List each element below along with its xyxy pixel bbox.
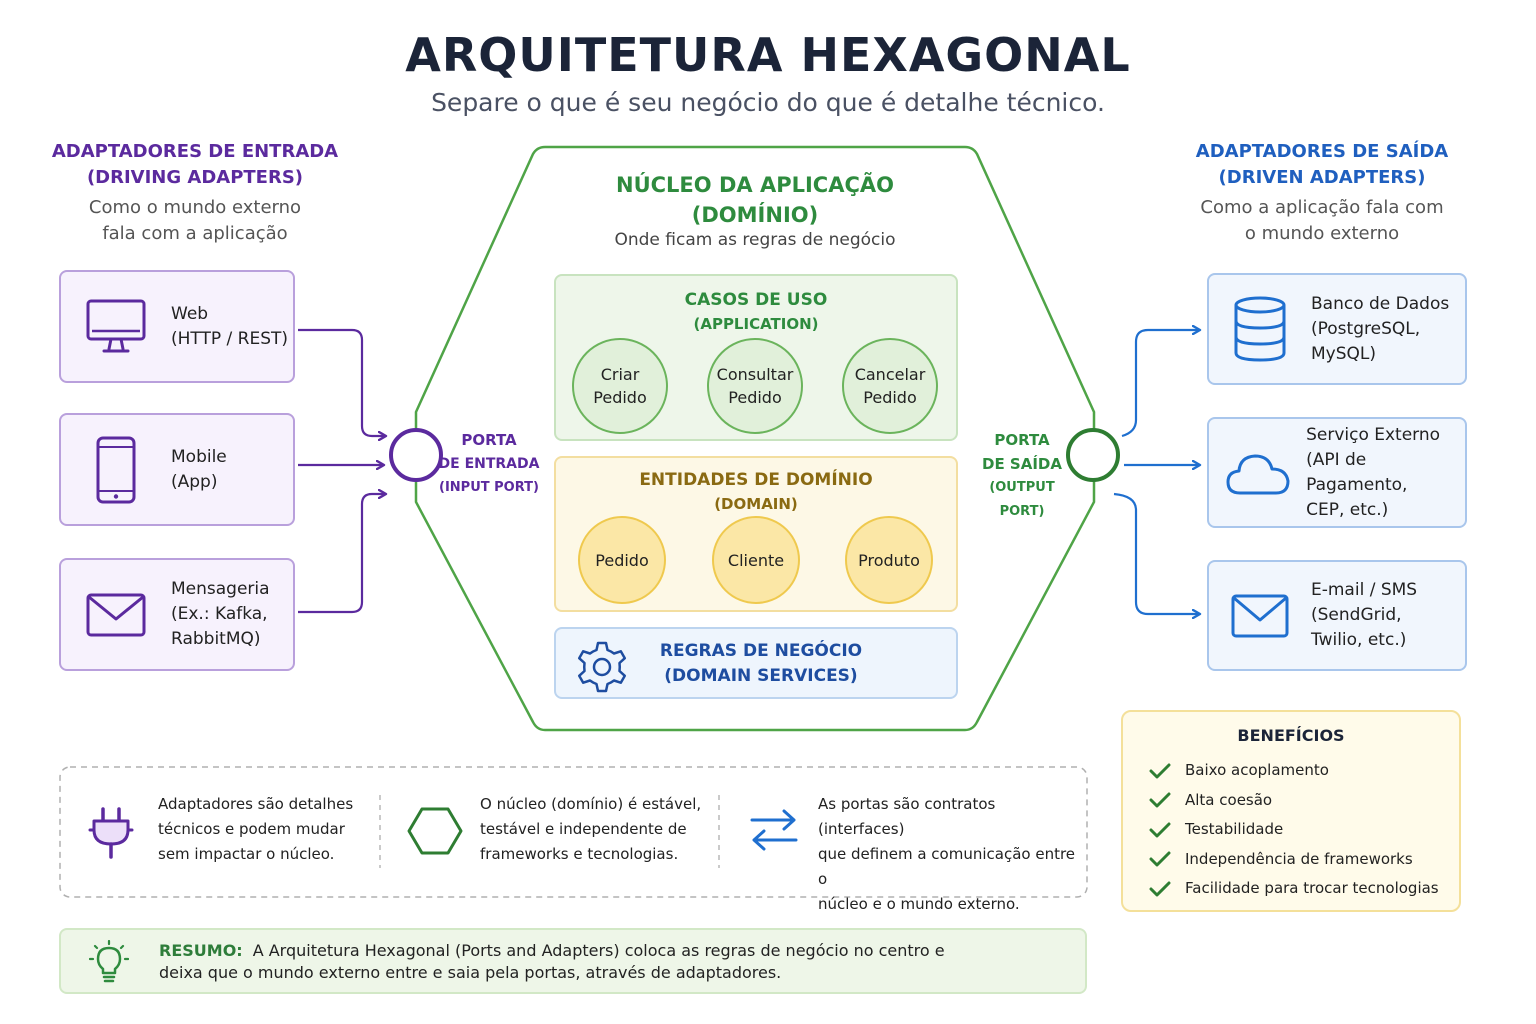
output-adapter-external-service: Serviço Externo(API de Pagamento,CEP, et… <box>1207 417 1467 528</box>
connector-messaging <box>298 494 386 614</box>
input-adapter-messaging: Mensageria(Ex.: Kafka,RabbitMQ) <box>59 558 295 671</box>
entities-box: ENTIDADES DE DOMÍNIO (DOMAIN) Pedido Cli… <box>554 456 958 612</box>
output-adapters-heading: ADAPTADORES DE SAÍDA (DRIVEN ADAPTERS) <box>1195 141 1449 188</box>
core-heading: NÚCLEO DA APLICAÇÃO (DOMÍNIO) <box>616 173 894 227</box>
input-port-circle <box>389 428 443 482</box>
domain-services-box: REGRAS DE NEGÓCIO (DOMAIN SERVICES) <box>554 627 958 699</box>
note-ports: As portas são contratos (interfaces)que … <box>818 795 1076 913</box>
use-cases-heading: CASOS DE USO (APPLICATION) <box>684 290 828 333</box>
check-icon <box>1149 822 1171 838</box>
page-title: ARQUITETURA HEXAGONAL <box>405 28 1131 82</box>
domain-services-heading: REGRAS DE NEGÓCIO (DOMAIN SERVICES) <box>659 641 863 686</box>
check-icon <box>1149 881 1171 897</box>
page-subtitle: Separe o que é seu negócio do que é deta… <box>431 88 1105 117</box>
check-icon <box>1149 792 1171 808</box>
connector-email <box>1113 492 1200 614</box>
monitor-icon <box>61 295 171 359</box>
list-item: Baixo acoplamento <box>1149 756 1439 786</box>
list-item: Facilidade para trocar tecnologias <box>1149 874 1439 904</box>
gear-icon <box>574 639 630 699</box>
entity-order: Pedido <box>578 516 666 604</box>
swap-arrows-icon <box>746 806 802 858</box>
entities-heading: ENTIDADES DE DOMÍNIO (DOMAIN) <box>639 470 873 513</box>
database-icon <box>1209 295 1311 363</box>
core-description: Onde ficam as regras de negócio <box>614 230 896 250</box>
hexagon-icon <box>406 805 464 861</box>
output-adapter-database: Banco de Dados(PostgreSQL,MySQL) <box>1207 273 1467 385</box>
plug-icon <box>88 806 134 864</box>
note-core: O núcleo (domínio) é estável,testável e … <box>480 795 702 863</box>
entity-product: Produto <box>845 516 933 604</box>
benefits-panel: BENEFÍCIOS Baixo acoplamento Alta coesão… <box>1121 710 1461 912</box>
list-item: Alta coesão <box>1149 786 1439 816</box>
benefits-heading: BENEFÍCIOS <box>1237 726 1345 745</box>
check-icon <box>1149 763 1171 779</box>
benefits-list: Baixo acoplamento Alta coesão Testabilid… <box>1149 756 1439 904</box>
check-icon <box>1149 851 1171 867</box>
output-adapter-email-sms: E-mail / SMS(SendGrid,Twilio, etc.) <box>1207 560 1467 671</box>
input-adapter-mobile: Mobile(App) <box>59 413 295 526</box>
summary-panel: RESUMO:A Arquitetura Hexagonal (Ports an… <box>59 928 1087 994</box>
summary-text: RESUMO:A Arquitetura Hexagonal (Ports an… <box>159 941 945 982</box>
entity-customer: Cliente <box>712 516 800 604</box>
smartphone-icon <box>61 435 171 505</box>
output-port-circle <box>1066 428 1120 482</box>
input-adapter-web: Web(HTTP / REST) <box>59 270 295 383</box>
output-port-label: PORTA DE SAÍDA (OUTPUT PORT) <box>982 431 1062 519</box>
output-adapters-description: Como a aplicação fala com o mundo extern… <box>1200 197 1444 244</box>
input-adapters-heading: ADAPTADORES DE ENTRADA (DRIVING ADAPTERS… <box>51 141 339 188</box>
input-adapters-description: Como o mundo externo fala com a aplicaçã… <box>88 197 302 244</box>
notes-box <box>59 766 1088 898</box>
connector-web <box>298 328 386 436</box>
envelope-icon <box>61 591 171 639</box>
input-port-label: PORTA DE ENTRADA (INPUT PORT) <box>438 431 540 495</box>
list-item: Independência de frameworks <box>1149 845 1439 875</box>
envelope-icon <box>1209 592 1311 640</box>
cloud-icon <box>1209 449 1306 497</box>
connector-database <box>1121 330 1200 438</box>
lightbulb-icon <box>88 939 130 990</box>
list-item: Testabilidade <box>1149 815 1439 845</box>
